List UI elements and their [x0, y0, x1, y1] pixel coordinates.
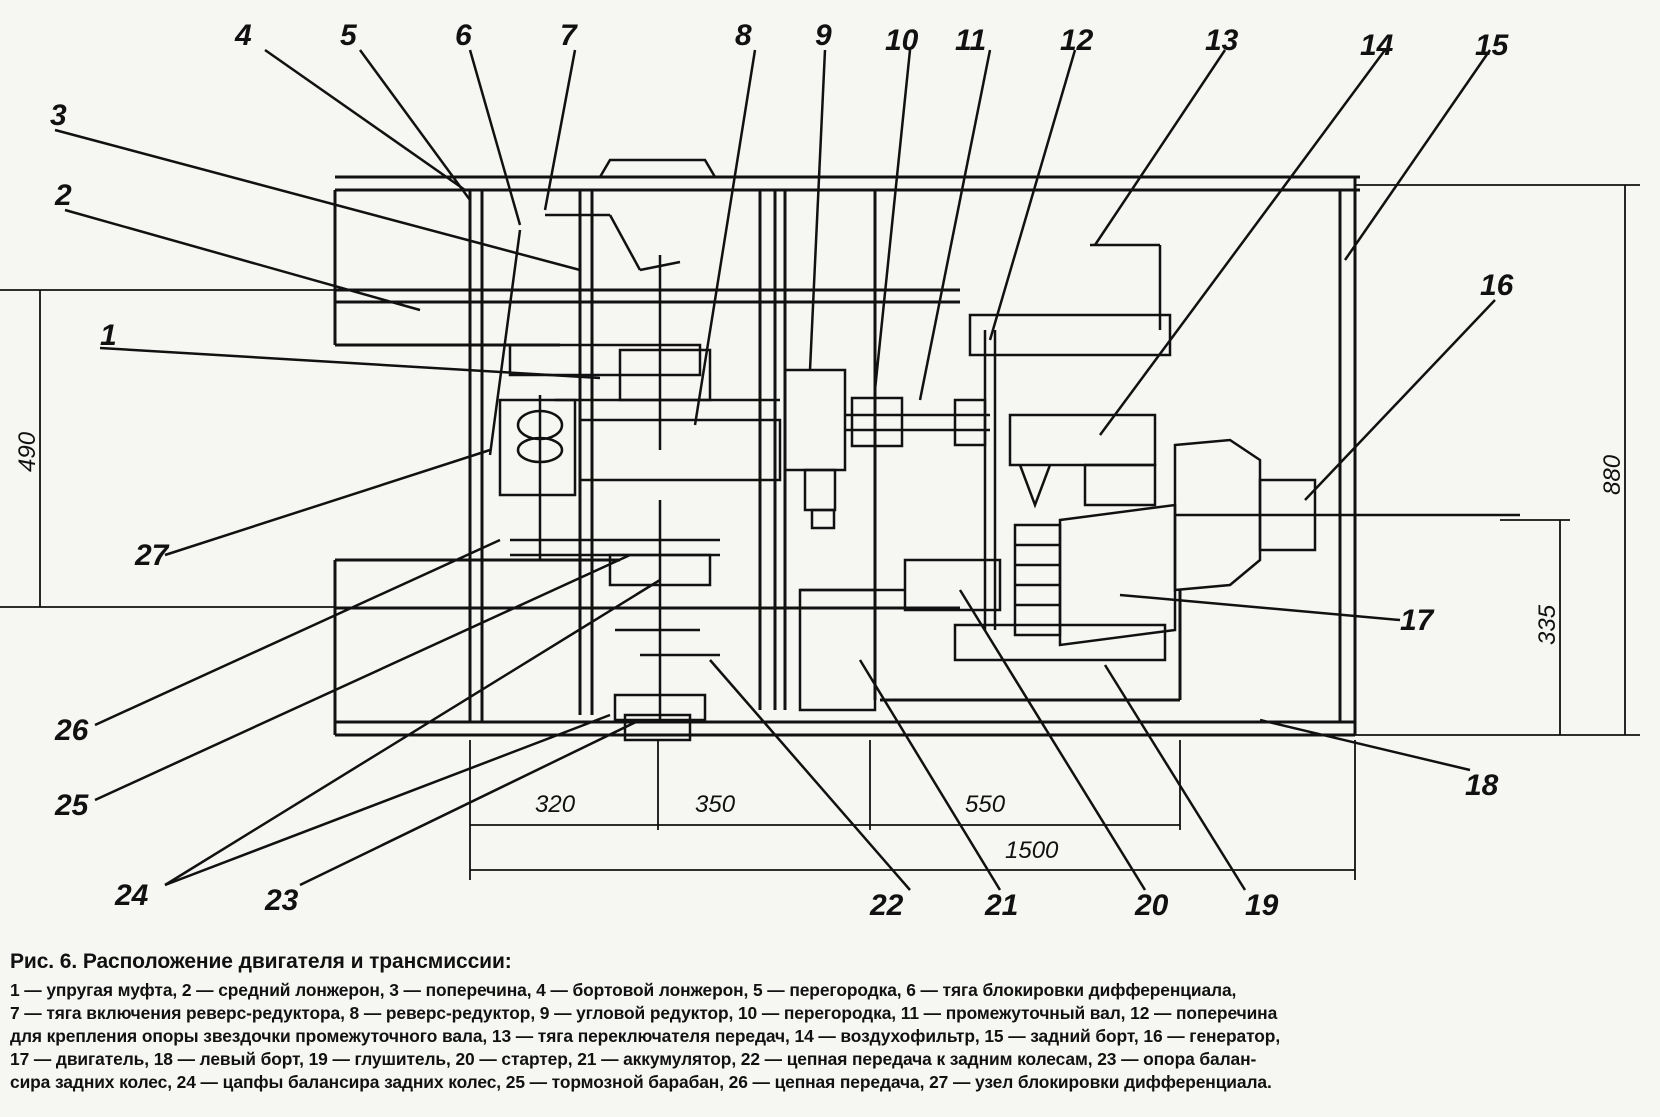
dimension-1500: 1500 — [1005, 837, 1059, 864]
dimension-880: 880 — [1599, 454, 1626, 495]
dimension-labels: 490 880 335 320 350 550 1500 — [14, 431, 1626, 864]
caption-line: 7 — тяга включения реверс-редуктора, 8 —… — [10, 1003, 1278, 1023]
callout-15: 15 — [1475, 29, 1510, 62]
callout-22: 22 — [869, 889, 904, 922]
callout-19: 19 — [1245, 889, 1279, 922]
dimension-320: 320 — [535, 791, 576, 818]
callout-25: 25 — [54, 789, 90, 822]
callout-1: 1 — [100, 319, 117, 352]
caption-title: Рис. 6. Расположение двигателя и трансми… — [10, 950, 512, 973]
frame-structure — [333, 175, 1360, 737]
callout-14: 14 — [1360, 29, 1394, 62]
callout-7: 7 — [560, 19, 578, 52]
figure-caption: Рис. 6. Расположение двигателя и трансми… — [10, 950, 1650, 1094]
callout-16: 16 — [1480, 269, 1514, 302]
caption-line: сира задних колес, 24 — цапфы балансира … — [10, 1072, 1272, 1092]
callout-20: 20 — [1134, 889, 1169, 922]
callout-8: 8 — [735, 19, 752, 52]
callout-18: 18 — [1465, 769, 1499, 802]
callout-2: 2 — [54, 179, 72, 212]
dimension-490: 490 — [14, 431, 41, 472]
dimension-550: 550 — [965, 791, 1006, 818]
leader-lines — [54, 48, 1496, 891]
dimension-lines — [0, 184, 1640, 880]
callout-13: 13 — [1205, 24, 1239, 57]
callout-5: 5 — [340, 19, 358, 52]
mechanisms — [488, 158, 1520, 742]
callout-17: 17 — [1400, 604, 1435, 637]
caption-line: для крепления опоры звездочки промежуточ… — [10, 1026, 1281, 1046]
callout-26: 26 — [54, 714, 89, 747]
dimension-335: 335 — [1534, 604, 1561, 645]
callout-24: 24 — [114, 879, 149, 912]
engine-transmission-diagram: 1 2 3 4 5 6 7 8 9 10 11 12 13 14 15 16 1… — [0, 19, 1640, 922]
callout-9: 9 — [815, 19, 832, 52]
caption-line: 17 — двигатель, 18 — левый борт, 19 — гл… — [10, 1049, 1257, 1069]
callout-11: 11 — [955, 24, 986, 57]
callout-23: 23 — [264, 884, 299, 917]
callout-27: 27 — [134, 539, 170, 572]
callout-6: 6 — [455, 19, 472, 52]
callouts: 1 2 3 4 5 6 7 8 9 10 11 12 13 14 15 16 1… — [50, 19, 1514, 922]
dimension-350: 350 — [695, 791, 736, 818]
caption-legend: 1 — упругая муфта, 2 — средний лонжерон,… — [10, 979, 1650, 1094]
callout-12: 12 — [1060, 24, 1094, 57]
callout-10: 10 — [885, 24, 919, 57]
callout-4: 4 — [234, 19, 252, 52]
callout-3: 3 — [50, 99, 67, 132]
callout-21: 21 — [984, 889, 1018, 922]
caption-line: 1 — упругая муфта, 2 — средний лонжерон,… — [10, 980, 1237, 1000]
